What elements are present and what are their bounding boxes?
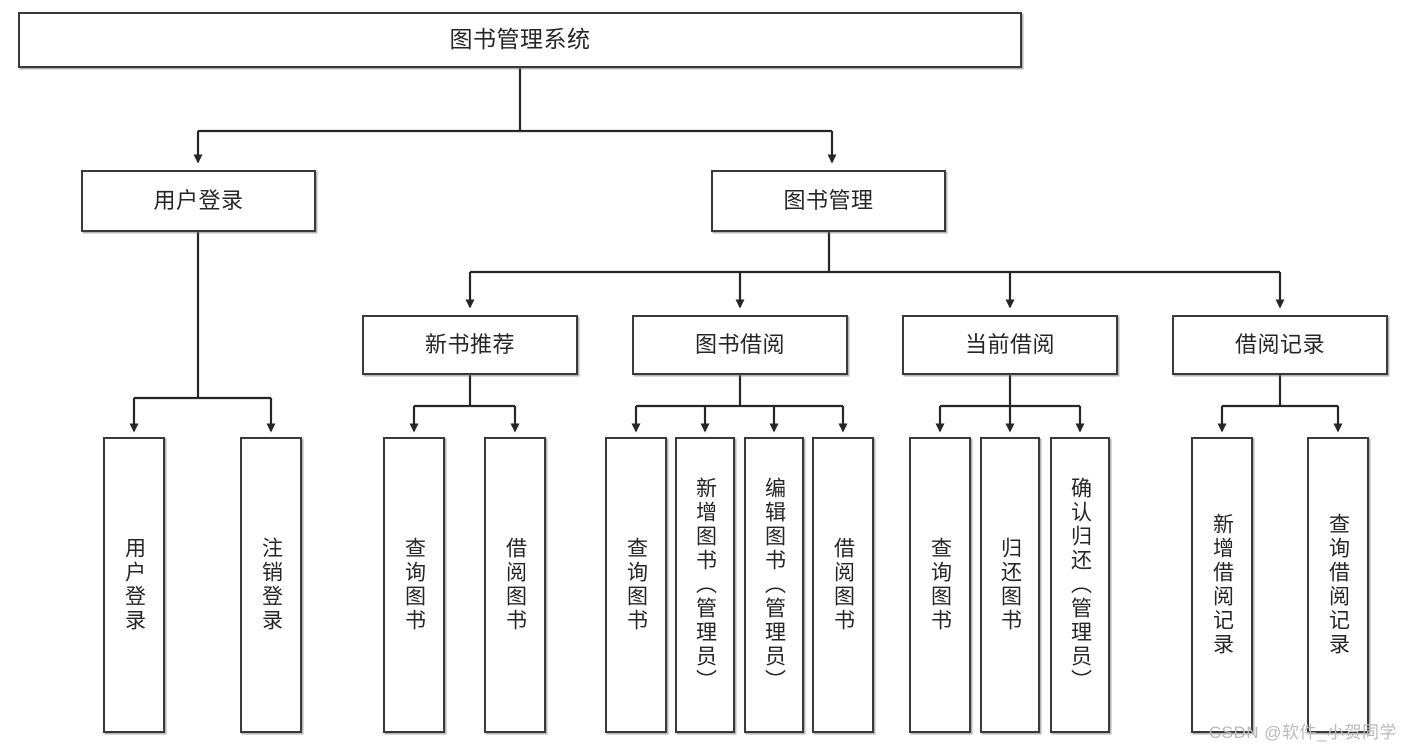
node-label: 用户登录 [122, 537, 146, 633]
node-leaf-add-record[interactable]: 新增借阅记录 [1191, 437, 1253, 733]
node-book-borrow[interactable]: 图书借阅 [632, 315, 848, 375]
node-leaf-edit-book[interactable]: 编辑图书（管理员） [744, 437, 804, 733]
node-label: 编辑图书（管理员） [762, 477, 786, 693]
node-label: 图书管理系统 [449, 26, 591, 53]
node-leaf-add-book[interactable]: 新增图书（管理员） [675, 437, 735, 733]
node-label: 图书借阅 [694, 332, 785, 358]
node-leaf-borrow-book-2[interactable]: 借阅图书 [812, 437, 874, 733]
node-current-borrow[interactable]: 当前借阅 [902, 315, 1118, 375]
node-label: 用户登录 [153, 188, 244, 214]
node-label: 借阅记录 [1234, 332, 1325, 358]
node-label: 借阅图书 [831, 537, 855, 633]
node-leaf-query-book-2[interactable]: 查询图书 [605, 437, 667, 733]
node-label: 查询图书 [624, 537, 648, 633]
node-leaf-user-login[interactable]: 用户登录 [103, 437, 165, 733]
node-label: 新增借阅记录 [1210, 513, 1234, 657]
node-leaf-confirm-return[interactable]: 确认归还（管理员） [1050, 437, 1110, 733]
node-new-book-recommend[interactable]: 新书推荐 [362, 315, 578, 375]
node-leaf-query-book-3[interactable]: 查询图书 [909, 437, 971, 733]
node-label: 新增图书（管理员） [693, 477, 717, 693]
node-leaf-logout-login[interactable]: 注销登录 [240, 437, 302, 733]
node-leaf-return-book[interactable]: 归还图书 [980, 437, 1040, 733]
node-label: 查询借阅记录 [1326, 513, 1350, 657]
node-label: 查询图书 [928, 537, 952, 633]
node-label: 查询图书 [402, 537, 426, 633]
node-label: 确认归还（管理员） [1068, 477, 1092, 693]
node-leaf-query-record[interactable]: 查询借阅记录 [1307, 437, 1369, 733]
node-label: 归还图书 [998, 537, 1022, 633]
node-borrow-record[interactable]: 借阅记录 [1172, 315, 1388, 375]
node-label: 注销登录 [259, 537, 283, 633]
node-user-login[interactable]: 用户登录 [81, 170, 316, 232]
node-leaf-query-book-1[interactable]: 查询图书 [383, 437, 445, 733]
node-label: 借阅图书 [503, 537, 527, 633]
node-label: 图书管理 [783, 188, 874, 214]
node-label: 新书推荐 [424, 332, 515, 358]
node-label: 当前借阅 [964, 332, 1055, 358]
watermark: CSDN @软件_小贺同学 [1208, 723, 1397, 742]
node-leaf-borrow-book-1[interactable]: 借阅图书 [484, 437, 546, 733]
node-book-management-system[interactable]: 图书管理系统 [18, 12, 1022, 68]
node-book-management[interactable]: 图书管理 [711, 170, 946, 232]
